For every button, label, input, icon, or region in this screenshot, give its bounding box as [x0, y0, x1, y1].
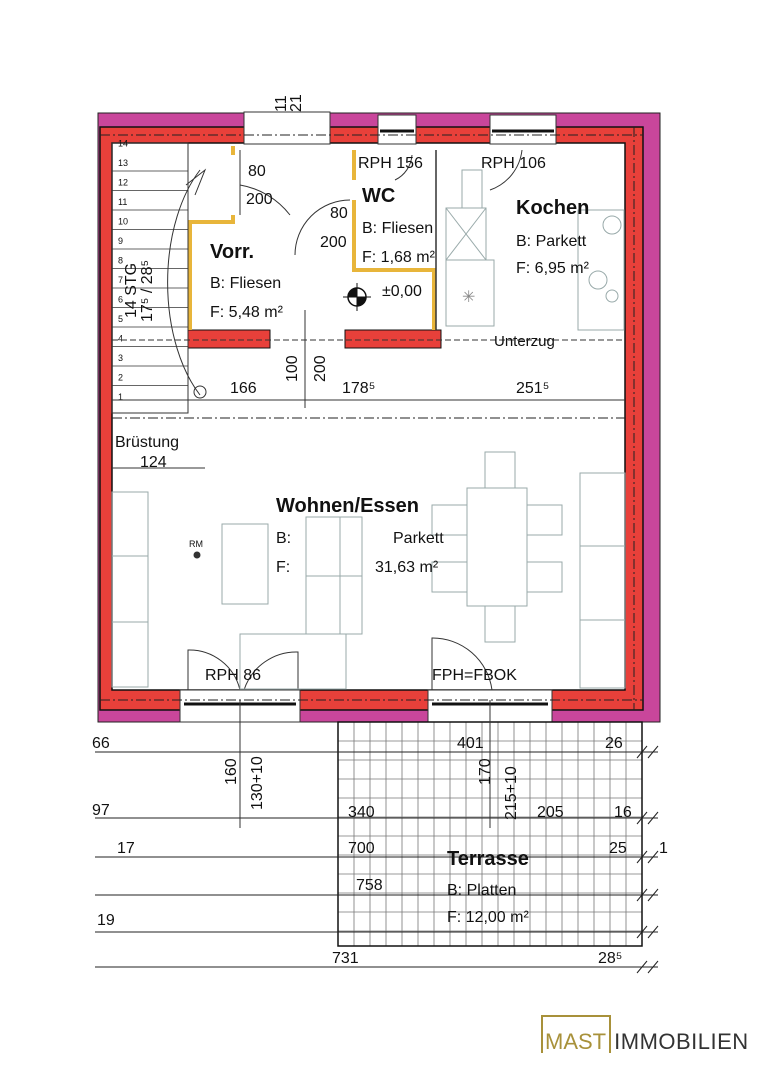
dim-340: 340 — [348, 804, 375, 821]
door-wc-height: 200 — [320, 234, 347, 251]
dim-200: 200 — [312, 355, 329, 382]
rph-106: RPH 106 — [481, 155, 546, 172]
dim-731: 731 — [332, 950, 359, 967]
dimension-tick — [647, 745, 659, 759]
room-name-vorraum: Vorr. — [210, 241, 254, 263]
door-entry-height: 200 — [246, 191, 273, 208]
dimension-tick — [636, 811, 648, 825]
stair-step-number: 3 — [118, 353, 123, 363]
door-wc-width: 80 — [330, 205, 348, 222]
stair-step-number: 11 — [118, 197, 127, 207]
stair-step-number: 4 — [118, 334, 123, 344]
stair-step-number: 6 — [118, 295, 123, 305]
rph-86: RPH 86 — [205, 667, 261, 684]
rm-label: RM — [189, 539, 203, 549]
dim-26: 26 — [605, 735, 623, 752]
dimension-tick — [636, 745, 648, 759]
brand-logo: MAST IMMOBILIEN — [541, 1013, 749, 1053]
dim-700: 700 — [348, 840, 375, 857]
stair-step-number: 9 — [118, 236, 123, 246]
inner-wall-left — [187, 329, 271, 349]
dimension-tick — [636, 960, 648, 974]
unterzug-label: Unterzug — [494, 333, 555, 350]
dimension-tick — [647, 850, 659, 864]
dim-130: 130+10 — [249, 756, 266, 810]
level-marker-icon — [343, 283, 371, 311]
drywall-wc — [352, 200, 436, 330]
dimension-tick — [636, 925, 648, 939]
stair-step-number: 14 — [118, 139, 128, 149]
dim-1: 1 — [659, 840, 668, 857]
room-name-terrasse: Terrasse — [447, 848, 529, 870]
top-dim-11: 11 — [273, 95, 290, 112]
dim-178: 178⁵ — [342, 380, 375, 397]
room-area-vorraum: F: 5,48 m² — [210, 304, 284, 321]
stair-ratio: 17⁵ / 28⁵ — [139, 260, 156, 322]
top-opening-stair — [243, 111, 331, 145]
room-area-kochen: F: 6,95 m² — [516, 260, 590, 277]
door-entry-width: 80 — [248, 163, 266, 180]
dimension-tick — [647, 925, 659, 939]
fph-fbok: FPH=FBOK — [432, 667, 517, 684]
svg-text:✳: ✳ — [462, 289, 475, 306]
stair-step-number: 5 — [118, 314, 123, 324]
stair-step-number: 7 — [118, 275, 123, 285]
stair-step-number: 2 — [118, 373, 123, 383]
room-name-wohnen: Wohnen/Essen — [276, 495, 419, 517]
rm-smoke-detector-icon — [193, 551, 201, 559]
room-area-terrasse: F: 12,00 m² — [447, 909, 529, 926]
dim-160: 160 — [223, 758, 240, 785]
room-floor-wohnen: Parkett — [393, 530, 444, 547]
dim-17: 17 — [117, 840, 135, 857]
dim-758: 758 — [356, 877, 383, 894]
dimension-tick — [636, 888, 648, 902]
stair-step-number: 10 — [118, 217, 128, 227]
dimension-tick — [647, 888, 659, 902]
dim-251: 251⁵ — [516, 380, 549, 397]
room-floor-wc: B: Fliesen — [362, 220, 433, 237]
dim-19: 19 — [97, 912, 115, 929]
logo-mast: MAST — [541, 1015, 612, 1053]
dim-25: 25 — [609, 840, 627, 857]
dimension-tick — [636, 850, 648, 864]
stair-count: 14 STG — [123, 263, 140, 318]
dim-215: 215+10 — [503, 766, 520, 820]
dim-66: 66 — [92, 735, 110, 752]
stair-step-number: 13 — [118, 158, 128, 168]
dim-16: 16 — [614, 804, 632, 821]
room-name-wc: WC — [362, 185, 395, 207]
living-furniture — [111, 451, 626, 690]
level-label: ±0,00 — [382, 283, 422, 300]
dim-205: 205 — [537, 804, 564, 821]
room-floor-vorraum: B: Fliesen — [210, 275, 281, 292]
dimension-tick — [647, 960, 659, 974]
top-dim-21: 21 — [288, 94, 305, 112]
room-area-label-wohnen: F: — [276, 559, 290, 576]
room-floor-kochen: B: Parkett — [516, 233, 587, 250]
room-area-wc: F: 1,68 m² — [362, 249, 436, 266]
dim-401: 401 — [457, 735, 484, 752]
stair-step-number: 1 — [118, 392, 123, 402]
room-area-wohnen: 31,63 m² — [375, 559, 439, 576]
stair-step-number: 12 — [118, 178, 128, 188]
drywall-vorraum — [188, 215, 235, 330]
bruestung-dim: 124 — [140, 454, 167, 471]
dimension-lines — [95, 745, 659, 974]
bruestung-label: Brüstung — [115, 434, 179, 451]
rph-156: RPH 156 — [358, 155, 423, 172]
dimension-tick — [647, 811, 659, 825]
logo-immobilien: IMMOBILIEN — [614, 1029, 749, 1054]
room-floor-label-wohnen: B: — [276, 530, 291, 547]
inner-wall-right — [344, 329, 442, 349]
room-floor-terrasse: B: Platten — [447, 882, 516, 899]
stair-step-number: 8 — [118, 256, 123, 266]
dim-170: 170 — [477, 758, 494, 785]
kitchen-furniture: ✳ — [445, 169, 625, 331]
dim-97: 97 — [92, 802, 110, 819]
dim-166: 166 — [230, 380, 257, 397]
dim-28: 28⁵ — [598, 950, 622, 967]
room-name-kochen: Kochen — [516, 197, 589, 219]
dim-100: 100 — [284, 355, 301, 382]
